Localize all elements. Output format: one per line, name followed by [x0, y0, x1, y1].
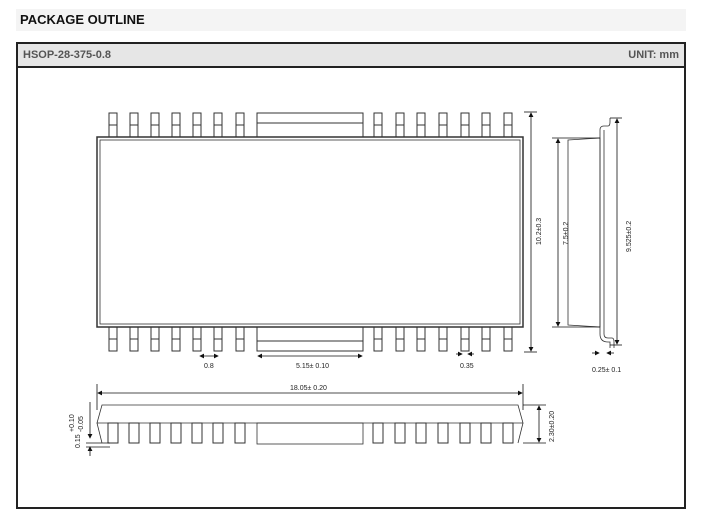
front-lead	[170, 422, 182, 444]
dim-pitch: 0.8	[204, 363, 214, 370]
top-view	[96, 112, 524, 444]
dim-body-length: 18.05± 0.20	[290, 385, 327, 392]
front-lead	[191, 422, 203, 444]
front-lead	[234, 422, 246, 444]
front-lead	[437, 422, 449, 444]
front-lead	[415, 422, 427, 444]
frame-header: HSOP-28-375-0.8 UNIT: mm	[18, 44, 684, 68]
dim-body-width: 7.5±0.2	[563, 222, 570, 245]
front-view-body	[96, 404, 524, 424]
unit-label: UNIT: mm	[628, 49, 679, 61]
front-lead	[107, 422, 119, 444]
section-title: PACKAGE OUTLINE	[16, 9, 686, 31]
dim-overall-width: 10.2±0.3	[536, 218, 543, 245]
heat-tab-top	[256, 112, 364, 138]
heat-tab-bottom	[256, 326, 364, 352]
dim-standoff-tol-minus: -0.05	[78, 416, 85, 432]
front-lead	[459, 422, 471, 444]
front-lead	[480, 422, 492, 444]
side-view-lead	[599, 118, 615, 348]
front-lead	[394, 422, 406, 444]
package-frame: HSOP-28-375-0.8 UNIT: mm	[16, 42, 686, 509]
front-lead	[128, 422, 140, 444]
dim-lead-thickness: 0.25± 0.1	[592, 367, 621, 374]
dim-standoff: 0.15	[75, 434, 82, 448]
front-lead	[212, 422, 224, 444]
dim-lead-width: 0.35	[460, 363, 474, 370]
front-lead	[149, 422, 161, 444]
dim-tab-width: 5.15± 0.10	[296, 363, 329, 370]
package-name: HSOP-28-375-0.8	[23, 49, 112, 61]
front-lead	[502, 422, 514, 444]
dim-height: 2.30±0.20	[549, 411, 556, 442]
front-view-tab	[256, 422, 364, 445]
front-lead	[372, 422, 384, 444]
dim-standoff-tol-plus: +0.10	[69, 414, 76, 432]
dim-lead-span: 9.525±0.2	[626, 221, 633, 252]
side-view-body	[567, 137, 601, 328]
